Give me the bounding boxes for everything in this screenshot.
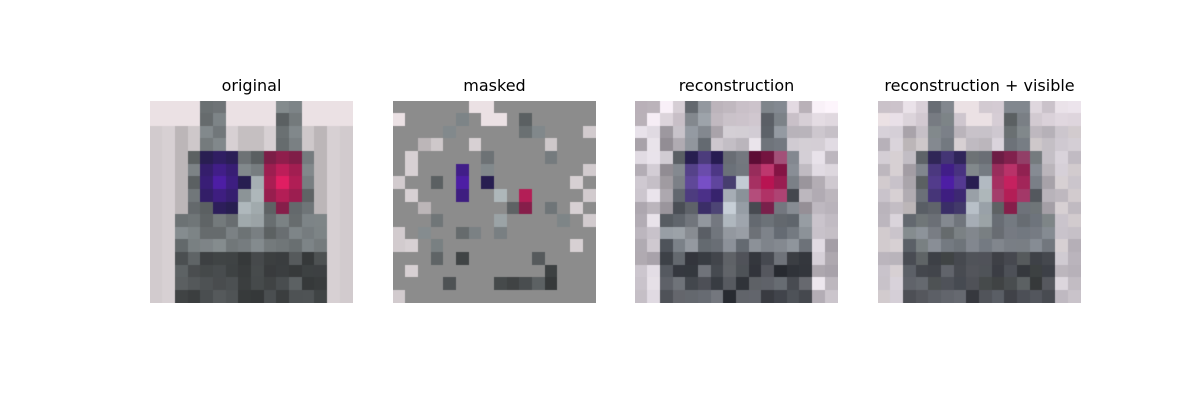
original-image bbox=[150, 101, 353, 303]
panel-title: masked bbox=[463, 76, 526, 95]
reconstruction-image bbox=[635, 101, 838, 303]
reconstruction-plus-visible-image bbox=[878, 101, 1081, 303]
masked-image bbox=[393, 101, 596, 303]
panel-title: reconstruction bbox=[678, 76, 795, 95]
panel-title: original bbox=[221, 76, 282, 95]
panel-title: reconstruction + visible bbox=[884, 76, 1075, 95]
